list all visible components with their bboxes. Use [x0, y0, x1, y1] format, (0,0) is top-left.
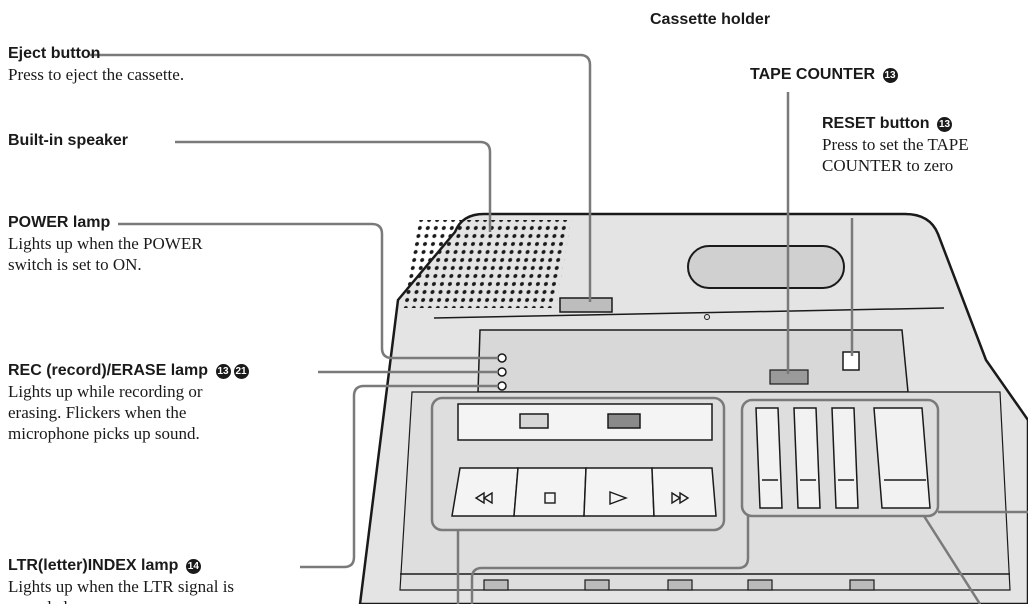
rewind-icon	[474, 491, 493, 505]
eject-button-label: Eject button	[8, 44, 100, 63]
rec-label-text: REC (record)/ERASE lamp	[8, 362, 209, 379]
rewind-key[interactable]	[451, 467, 519, 517]
reset-label-text: RESET button	[822, 115, 930, 132]
tape-counter-label: TAPE COUNTER 13	[750, 65, 898, 84]
power-lamp-label: POWER lamp	[8, 213, 110, 232]
play-key[interactable]	[583, 467, 655, 517]
speaker-label-text: Built-in speaker	[8, 132, 129, 149]
slide-key-1[interactable]	[755, 407, 783, 509]
leader-eject	[90, 53, 592, 302]
leader-right-group	[470, 516, 750, 604]
cassette-label-text: Cassette holder	[650, 11, 771, 28]
power-label-text: POWER lamp	[8, 214, 111, 231]
power-lamp	[497, 353, 507, 363]
bottom-switch-5[interactable]	[849, 579, 875, 591]
slide-key-4[interactable]	[873, 407, 931, 509]
fast-forward-key[interactable]	[651, 467, 717, 517]
cassette-window	[687, 245, 845, 289]
reset-button-desc: Press to set the TAPE COUNTER to zero	[822, 135, 969, 175]
leader-ltr	[300, 384, 498, 569]
slide-key-2[interactable]	[793, 407, 821, 509]
page-ref-badge: 13	[215, 364, 231, 379]
transport-keys	[451, 467, 717, 517]
ltr-label-text: LTR(letter)INDEX lamp	[8, 557, 179, 574]
rec-erase-lamp-desc: Lights up while recording or erasing. Fl…	[8, 382, 203, 443]
leader-speaker	[175, 140, 492, 232]
eject-button-desc: Press to eject the cassette.	[8, 65, 185, 84]
eject-button[interactable]	[559, 297, 613, 313]
small-key-right[interactable]	[607, 413, 641, 429]
page-ref-badge: 13	[937, 117, 952, 132]
stop-key[interactable]	[513, 467, 587, 517]
stop-icon	[544, 492, 556, 504]
bottom-switch-3[interactable]	[667, 579, 693, 591]
bottom-switch-2[interactable]	[584, 579, 610, 591]
cassette-holder-label: Cassette holder	[650, 10, 770, 29]
reset-button-label: RESET button 13	[822, 114, 952, 133]
page-ref-badge: 21	[233, 364, 249, 379]
counter-label-text: TAPE COUNTER	[750, 66, 876, 83]
play-icon	[609, 490, 628, 506]
ltr-index-lamp-label: LTR(letter)INDEX lamp 14	[8, 556, 201, 575]
speaker-label: Built-in speaker	[8, 131, 128, 150]
slide-key-3[interactable]	[831, 407, 859, 509]
power-lamp-desc: Lights up when the POWER switch is set t…	[8, 234, 203, 274]
page-ref-badge: 13	[882, 68, 898, 83]
leader-right-down	[922, 515, 982, 604]
bottom-switch-1[interactable]	[483, 579, 509, 591]
leader-power	[118, 222, 498, 360]
ltr-index-lamp-desc: Lights up when the LTR signal is recorde…	[8, 577, 235, 604]
bottom-switch-4[interactable]	[747, 579, 773, 591]
rec-erase-lamp	[497, 367, 507, 377]
speaker-grille	[403, 220, 572, 308]
fast-forward-icon	[671, 491, 690, 505]
page-ref-badge: 14	[185, 559, 201, 574]
eject-label-text: Eject button	[8, 45, 101, 62]
ltr-index-lamp	[497, 381, 507, 391]
small-key-left[interactable]	[519, 413, 549, 429]
